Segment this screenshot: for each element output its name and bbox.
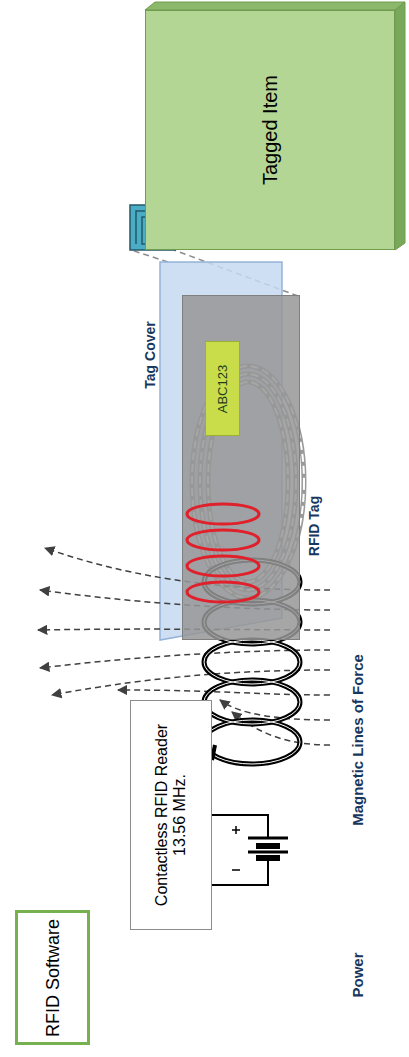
- coil-turn: [187, 582, 259, 602]
- node-text: ABC123: [215, 347, 230, 430]
- coil-lead: [212, 745, 215, 760]
- rfid-tag: RFID TagABC123: [182, 295, 300, 640]
- battery-symbol: [212, 815, 288, 885]
- tag-id-box: ABC123: [205, 341, 240, 436]
- coil-turn: [187, 504, 259, 524]
- node-text: RFID Tag: [306, 496, 322, 556]
- item-side-face: [395, 2, 405, 250]
- node-text: Tagged Item: [259, 16, 282, 244]
- software-box: RFID Software: [15, 910, 90, 1045]
- part-label: Tag Cover: [142, 321, 158, 388]
- item-top-face: [145, 2, 405, 10]
- coil-turn: [187, 556, 259, 576]
- reader-box: Contactless RFID Reader 13.56 MHz.: [130, 700, 212, 930]
- power-label: Power: [349, 952, 366, 997]
- coil-turn: [187, 530, 259, 550]
- node-text: RFID Software: [42, 916, 63, 1039]
- tag-coil: [183, 296, 301, 641]
- tagged-item-box: Tagged Item: [145, 10, 395, 250]
- field-label: Magnetic Lines of Force: [349, 654, 366, 826]
- node-text: Contactless RFID Reader 13.56 MHz.: [153, 706, 190, 924]
